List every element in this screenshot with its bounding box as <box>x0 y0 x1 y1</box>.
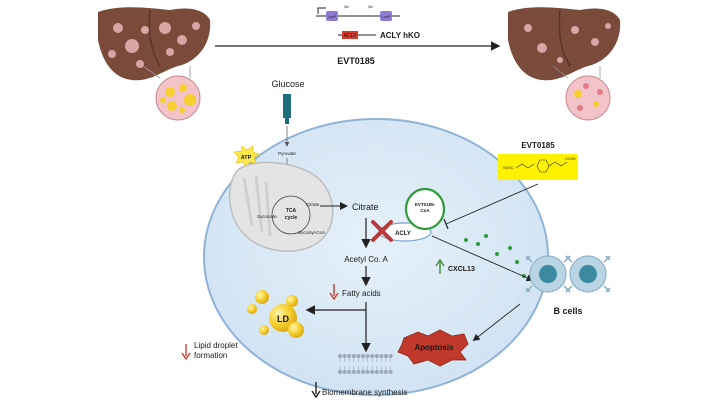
tca-label-2: cycle <box>285 215 298 221</box>
apoptosis-icon <box>397 329 469 367</box>
atp-label: ATP <box>241 155 252 161</box>
mitochondrion-icon <box>228 161 334 252</box>
ld-label: LD <box>277 314 289 324</box>
loxp-left-label: LoxP <box>328 15 337 19</box>
inhibition-bar <box>443 218 449 230</box>
liver-tissue-right-icon <box>565 75 611 121</box>
evt-coa-label-2: CoA <box>420 208 430 213</box>
compound-title: EVT0185 <box>521 141 555 150</box>
apoptosis-label: Apoptosis <box>414 343 454 352</box>
acly-gene-label: ACLY <box>344 33 357 39</box>
compound-box <box>498 154 578 180</box>
tca-succinylcoa-label: Succinyl-CoA <box>298 230 325 235</box>
evt-coa-label-1: EVT0185- <box>415 202 436 207</box>
fatty-acids-label: Fatty acids <box>342 289 381 298</box>
inhibition-x-icon <box>371 220 393 242</box>
evt-coa-ring <box>404 187 446 231</box>
glucose-label: Glucose <box>271 79 304 89</box>
gene-construct-icon: LoxP LoxP ✂ ✂ ACLY ACLY hKO <box>316 5 420 40</box>
bcells-to-apoptosis-arrow <box>472 303 521 342</box>
knockout-label: ACLY hKO <box>380 31 420 40</box>
zoom-line-left <box>142 65 161 79</box>
loxp-right-box <box>380 11 392 21</box>
compound-left-group: HOOC <box>503 166 514 170</box>
glucose-transporter-icon <box>283 94 291 124</box>
b-cell-right-icon <box>565 255 611 293</box>
cxcl13-up-icon <box>435 258 445 274</box>
loxp-left-box <box>326 11 338 21</box>
tca-label-1: TCA <box>286 208 297 214</box>
liver-left-icon <box>98 7 211 81</box>
liver-right-icon <box>508 7 621 81</box>
chemokine-dots <box>464 234 526 278</box>
loxp-right-label: LoxP <box>382 15 391 19</box>
compound-right-group: COOH <box>565 157 576 161</box>
biomembrane-label: Biomembrane synthesis <box>322 388 407 397</box>
cxcl13-to-bcells-arrow <box>431 235 534 282</box>
lipid-formation-label-1: Lipid droplet <box>194 341 238 350</box>
scissors-right-icon: ✂ <box>368 5 373 11</box>
acly-label: ACLY <box>395 231 411 237</box>
scissors-left-icon: ✂ <box>344 5 349 11</box>
pyruvate-label: Pyruvate <box>278 151 296 156</box>
acly-gene-box <box>342 31 358 39</box>
lipid-formation-down-icon <box>181 344 191 361</box>
b-cells-label: B cells <box>553 306 582 316</box>
cxcl13-label: CXCL13 <box>448 266 475 273</box>
tca-cycle-ring <box>271 195 311 235</box>
biomembrane-down-icon <box>311 382 321 399</box>
tca-citrate-label: Citrate <box>306 202 320 207</box>
header-compound-label: EVT0185 <box>337 56 375 66</box>
compound-structure-icon <box>515 159 568 173</box>
atp-icon: ATP <box>233 145 260 169</box>
zoom-line-right <box>552 65 569 79</box>
liver-tissue-left-icon <box>155 75 201 121</box>
tca-succinate-label: Succinate <box>257 214 277 219</box>
citrate-label: Citrate <box>352 202 379 212</box>
phospholipid-bilayer-icon <box>338 354 393 374</box>
fatty-acids-down-icon <box>329 284 339 301</box>
lipid-formation-label-2: formation <box>194 351 227 360</box>
inhibition-line <box>445 183 539 225</box>
lipid-droplets-icon <box>247 290 304 338</box>
acetyl-coa-label: Acetyl Co. A <box>344 255 388 264</box>
